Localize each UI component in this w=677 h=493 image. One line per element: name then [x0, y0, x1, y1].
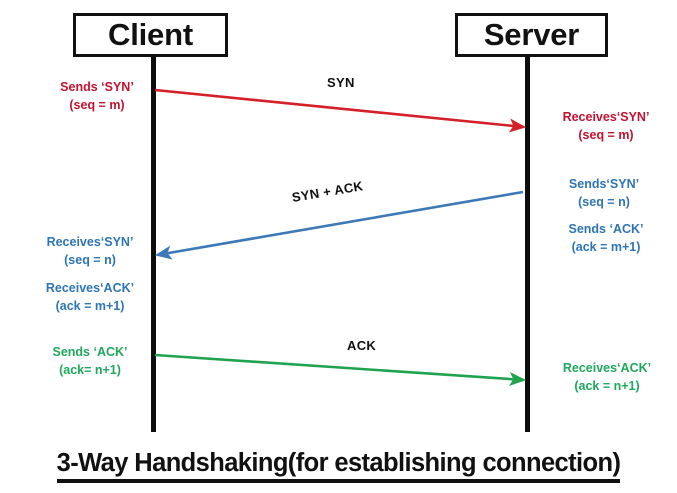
note-server-receives-ack: Receives‘ACK’ (ack = n+1)	[540, 359, 674, 395]
lifeline-client	[151, 57, 156, 432]
note-line-1: Receives‘ACK’	[562, 361, 652, 375]
note-line-2: (ack = m+1)	[571, 240, 641, 255]
note-line-2: (seq = n)	[64, 253, 116, 268]
note-server-receives-syn: Receives‘SYN’ (seq = m)	[540, 108, 672, 144]
note-line-2: (ack= n+1)	[59, 363, 121, 378]
note-line-1: Sends‘SYN’	[568, 177, 640, 191]
note-client-sends-syn: Sends ‘SYN’ (seq = m)	[36, 78, 158, 114]
note-client-sends-ack: Sends ‘ACK’ (ack= n+1)	[26, 343, 154, 379]
note-line-2: (seq = n)	[578, 195, 630, 210]
arrow-label-ack: ACK	[347, 338, 377, 353]
note-client-receives-ack: Receives‘ACK’ (ack = m+1)	[26, 279, 154, 315]
lifeline-server	[525, 57, 530, 432]
note-line-2: (ack = n+1)	[574, 379, 640, 394]
participant-label-client: Client	[108, 17, 193, 52]
note-line-1: Sends ‘ACK’	[52, 345, 128, 359]
diagram-caption: 3-Way Handshaking(for establishing conne…	[0, 449, 677, 483]
arrow-syn-ack	[154, 190, 524, 260]
participant-box-server: Server	[455, 13, 608, 57]
note-client-receives-syn: Receives‘SYN’ (seq = n)	[26, 233, 154, 269]
note-server-sends-ack: Sends ‘ACK’ (ack = m+1)	[540, 220, 672, 256]
note-line-1: Sends ‘SYN’	[60, 80, 134, 94]
note-line-1: Receives‘SYN’	[46, 235, 134, 249]
note-line-2: (seq = m)	[69, 98, 125, 113]
note-line-2: (seq = m)	[578, 128, 634, 143]
participant-box-client: Client	[73, 13, 228, 57]
arrow-ack	[154, 353, 527, 387]
note-line-1: Receives‘ACK’	[45, 281, 135, 295]
note-line-2: (ack = m+1)	[55, 299, 125, 314]
arrow-label-syn: SYN	[327, 75, 355, 90]
note-line-1: Receives‘SYN’	[562, 110, 650, 124]
caption-text: 3-Way Handshaking(for establishing conne…	[56, 449, 621, 483]
note-server-sends-syn: Sends‘SYN’ (seq = n)	[540, 175, 668, 211]
arrow-label-syn-ack: SYN + ACK	[290, 178, 365, 205]
arrow-syn	[154, 88, 527, 133]
participant-label-server: Server	[483, 17, 580, 52]
note-line-1: Sends ‘ACK’	[568, 222, 644, 236]
